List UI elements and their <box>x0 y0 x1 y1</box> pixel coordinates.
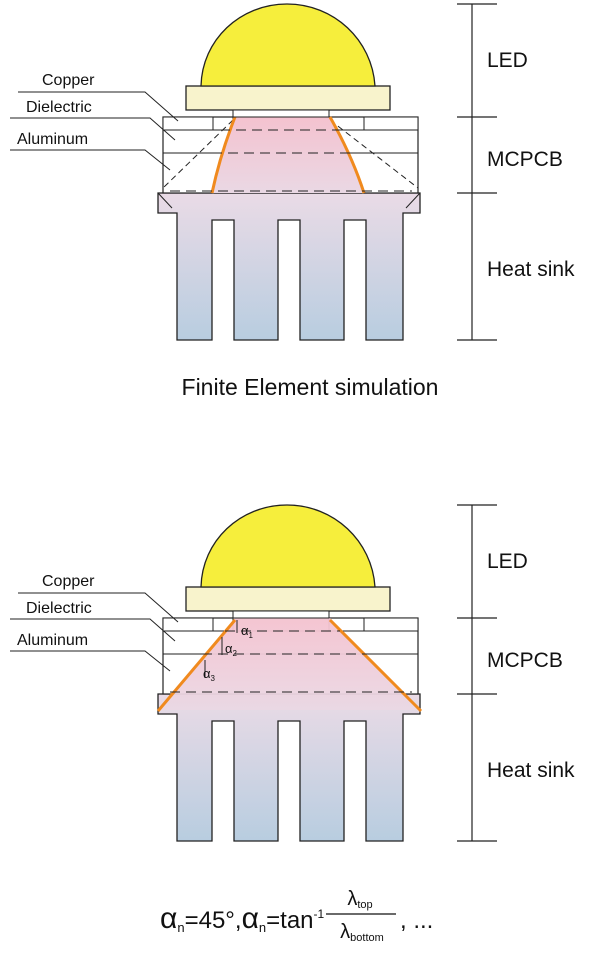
bottom-led-dome <box>200 504 376 588</box>
bottom-label-aluminum: Aluminum <box>17 632 88 649</box>
formula-numerator: λtop <box>347 888 372 911</box>
top-label-dielectric: Dielectric <box>26 99 92 116</box>
bottom-led <box>185 504 391 619</box>
top-heat-sink <box>157 192 421 341</box>
bottom-bracket <box>457 504 497 842</box>
top-led <box>185 3 391 118</box>
bottom-label-led: LED <box>487 550 528 573</box>
top-cone-left-edge <box>210 116 237 194</box>
angle-alpha-3: α3 <box>203 666 216 683</box>
bottom-label-mcpcb: MCPCB <box>487 649 563 672</box>
angle-alpha-2: α2 <box>225 641 238 658</box>
bottom-label-copper: Copper <box>42 573 95 590</box>
bottom-leaders <box>10 592 179 672</box>
top-caption: Finite Element simulation <box>182 374 439 400</box>
top-label-led: LED <box>487 49 528 72</box>
top-led-dome <box>200 3 376 87</box>
top-label-aluminum: Aluminum <box>17 131 88 148</box>
formula-denominator: λbottom <box>340 921 384 944</box>
bottom-heat-spread-cone <box>156 618 423 713</box>
formula-tail: , ... <box>400 907 433 934</box>
bottom-cone-left-edge <box>156 619 237 712</box>
bottom-cone-right-edge <box>328 618 423 713</box>
bottom-heat-sink <box>157 693 421 842</box>
top-label-copper: Copper <box>42 72 95 89</box>
bottom-label-dielectric: Dielectric <box>26 600 92 617</box>
top-heat-spread-cone <box>170 116 412 194</box>
bottom-diagram: α1 α2 α3 Copper Dielectric Aluminum LED … <box>10 504 575 944</box>
formula-part1: αn=45°,αn=tan-1 <box>160 902 325 935</box>
top-label-mcpcb: MCPCB <box>487 148 563 171</box>
angle-alpha-1: α1 <box>241 623 254 640</box>
formula: αn=45°,αn=tan-1 λtop λbottom , ... <box>160 888 433 944</box>
top-leaders <box>10 91 179 171</box>
top-bracket <box>457 3 497 341</box>
top-diagram: Copper Dielectric Aluminum LED MCPCB Hea… <box>10 3 575 400</box>
bottom-label-heat-sink: Heat sink <box>487 759 575 782</box>
top-label-heat-sink: Heat sink <box>487 258 575 281</box>
